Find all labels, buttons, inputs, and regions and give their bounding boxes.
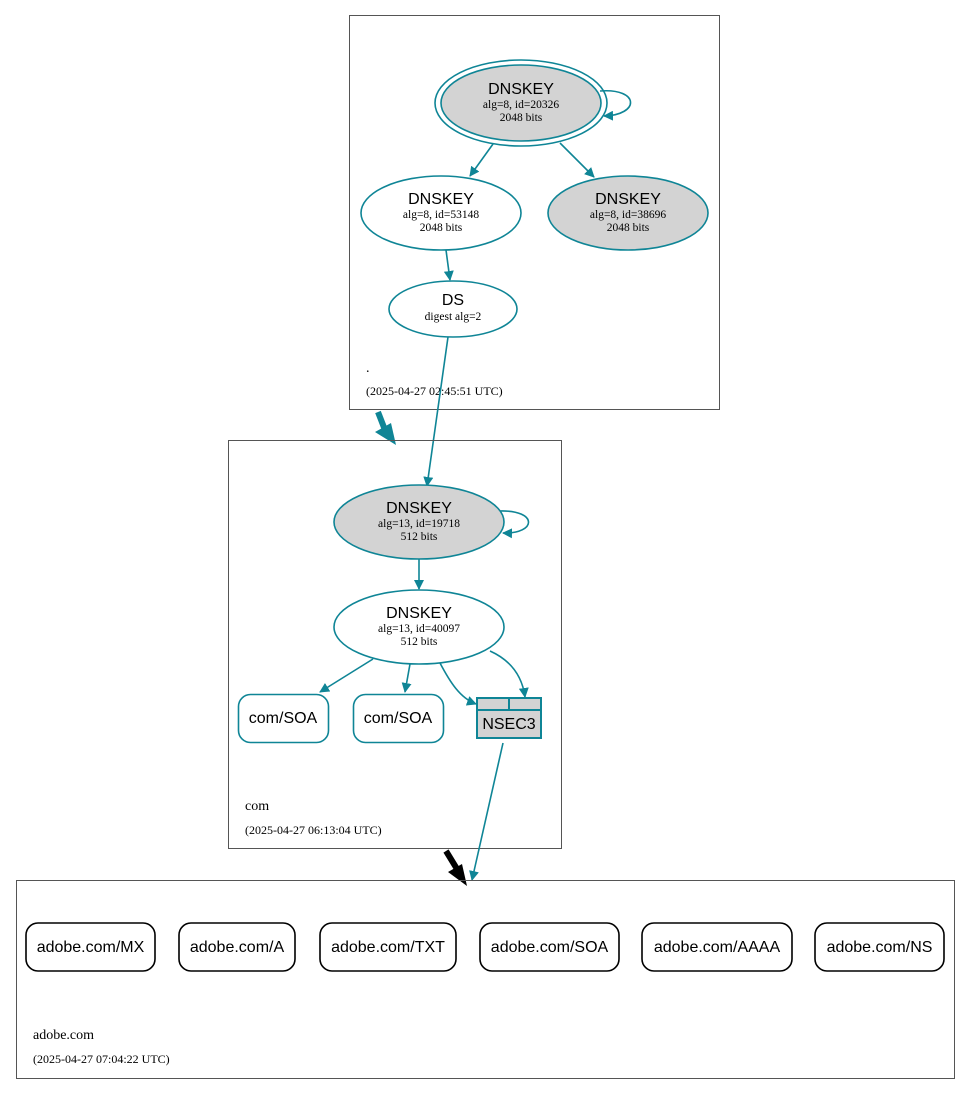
root-other-title: DNSKEY — [595, 191, 661, 208]
adobe-rrset-aaaa-label: adobe.com/AAAA — [654, 939, 781, 956]
zone-com-name: com — [245, 799, 269, 814]
root-ksk-bits: 2048 bits — [500, 112, 543, 124]
com-nsec3-node[interactable]: NSEC3 — [476, 697, 542, 739]
root-other-alg: alg=8, id=38696 — [590, 209, 666, 221]
delegation-com-adobe-arrow — [443, 849, 460, 871]
delegation-com-adobe-arrowhead — [448, 864, 467, 886]
adobe-rrset-txt-label: adobe.com/TXT — [331, 939, 445, 956]
com-soa-label-2: com/SOA — [364, 710, 433, 727]
root-dnskey-ksk-node[interactable]: DNSKEY alg=8, id=20326 2048 bits — [434, 59, 608, 147]
com-soa-label-1: com/SOA — [249, 710, 318, 727]
edge-ds-to-com-ksk — [423, 336, 449, 487]
edge-ksk-to-other — [559, 142, 595, 178]
com-zsk-alg: alg=13, id=40097 — [378, 623, 460, 635]
edge-com-zsk-to-nsec3-b — [489, 650, 529, 698]
com-zsk-title: DNSKEY — [386, 605, 452, 622]
root-zsk-title: DNSKEY — [408, 191, 474, 208]
root-ds-title: DS — [442, 292, 464, 309]
com-ksk-self-edge — [499, 510, 530, 539]
edge-ksk-to-zsk — [469, 143, 494, 177]
edge-zsk-to-ds — [443, 249, 454, 281]
zone-adobe-box — [16, 880, 955, 1079]
root-ds-node[interactable]: DS digest alg=2 — [388, 280, 518, 338]
root-dnskey-zsk-node[interactable]: DNSKEY alg=8, id=53148 2048 bits — [360, 175, 522, 251]
delegation-root-com-arrowhead — [375, 423, 396, 445]
edge-com-zsk-to-soa1 — [319, 658, 374, 693]
zone-com-timestamp: (2025-04-27 06:13:04 UTC) — [245, 823, 382, 837]
root-zsk-bits: 2048 bits — [420, 222, 463, 234]
root-other-bits: 2048 bits — [607, 222, 650, 234]
com-soa-node-2[interactable]: com/SOA — [352, 693, 445, 744]
zone-com: com (2025-04-27 06:13:04 UTC) — [228, 440, 562, 849]
adobe-rrset-ns-label: adobe.com/NS — [827, 939, 933, 956]
root-ds-digest: digest alg=2 — [425, 311, 482, 323]
edge-com-zsk-to-nsec3-a — [439, 662, 477, 706]
zone-root-timestamp: (2025-04-27 02:45:51 UTC) — [366, 384, 503, 398]
com-zsk-bits: 512 bits — [401, 636, 438, 648]
edge-nsec3-to-adobe — [469, 742, 504, 881]
zone-root: . (2025-04-27 02:45:51 UTC) — [349, 15, 720, 410]
com-dnskey-ksk-node[interactable]: DNSKEY alg=13, id=19718 512 bits — [333, 484, 505, 560]
com-nsec3-label: NSEC3 — [482, 716, 535, 733]
delegation-root-com-arrow — [375, 410, 388, 432]
root-ksk-self-edge — [599, 90, 632, 121]
root-ksk-title: DNSKEY — [488, 81, 554, 98]
zone-root-box — [349, 15, 720, 410]
zone-adobe-timestamp: (2025-04-27 07:04:22 UTC) — [33, 1052, 170, 1066]
adobe-rrset-aaaa[interactable]: adobe.com/AAAA — [641, 922, 793, 972]
root-dnskey-other-node[interactable]: DNSKEY alg=8, id=38696 2048 bits — [547, 175, 709, 251]
com-ksk-bits: 512 bits — [401, 531, 438, 543]
com-ksk-alg: alg=13, id=19718 — [378, 518, 460, 530]
zone-com-box — [228, 440, 562, 849]
com-soa-node-1[interactable]: com/SOA — [237, 693, 330, 744]
adobe-rrset-a-label: adobe.com/A — [190, 939, 285, 956]
adobe-rrset-txt[interactable]: adobe.com/TXT — [319, 922, 457, 972]
adobe-rrset-soa-label: adobe.com/SOA — [491, 939, 609, 956]
adobe-rrset-a[interactable]: adobe.com/A — [178, 922, 296, 972]
edge-com-zsk-to-soa2 — [401, 663, 412, 693]
adobe-rrset-ns[interactable]: adobe.com/NS — [814, 922, 945, 972]
adobe-rrset-mx-label: adobe.com/MX — [37, 939, 145, 956]
com-ksk-title: DNSKEY — [386, 500, 452, 517]
zone-root-name: . — [366, 361, 370, 376]
adobe-rrset-soa[interactable]: adobe.com/SOA — [479, 922, 620, 972]
root-zsk-alg: alg=8, id=53148 — [403, 209, 479, 221]
zone-adobe-name: adobe.com — [33, 1028, 94, 1043]
com-dnskey-zsk-node[interactable]: DNSKEY alg=13, id=40097 512 bits — [333, 589, 505, 665]
zone-adobe: adobe.com (2025-04-27 07:04:22 UTC) — [16, 880, 955, 1079]
adobe-rrset-mx[interactable]: adobe.com/MX — [25, 922, 156, 972]
root-ksk-alg: alg=8, id=20326 — [483, 99, 559, 111]
